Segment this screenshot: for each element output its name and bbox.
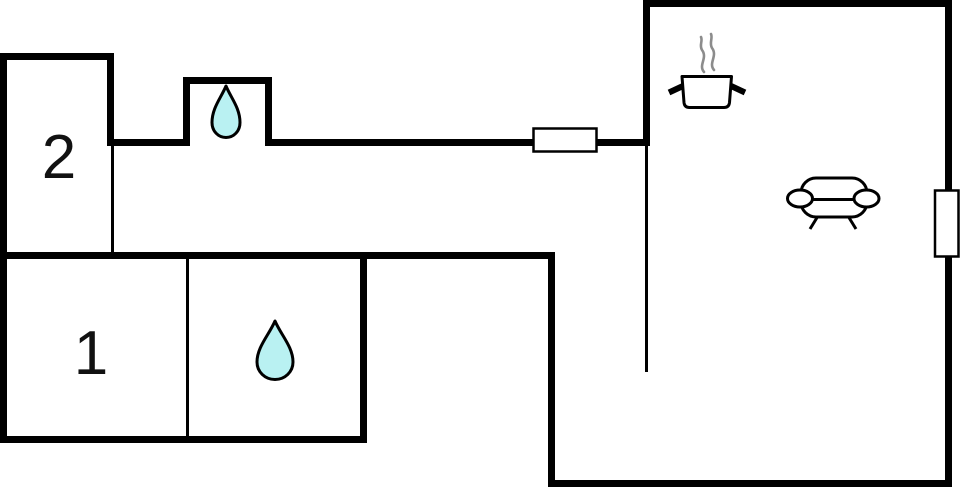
water-drop-icon <box>210 84 242 139</box>
wall-left-outer <box>0 53 7 443</box>
sofa-icon <box>786 176 881 230</box>
wall-partition-thin <box>645 146 648 372</box>
wall-lowerleft-thick <box>548 252 555 487</box>
wall-corridor-a <box>107 139 185 146</box>
wall-closet-top <box>183 77 272 84</box>
wall-room2-top <box>0 53 114 60</box>
wall-rightroom-bottom <box>548 480 952 487</box>
steam-icon <box>699 32 716 74</box>
wall-room2-right-thin <box>111 146 114 252</box>
water-drop-icon <box>255 319 295 381</box>
wall-rightroom-top <box>643 0 952 7</box>
wall-bottomblock-bottom <box>0 436 367 443</box>
wall-closet-left <box>183 77 190 146</box>
wall-droproom-right-thick <box>360 252 367 443</box>
wall-bottomblock-top <box>0 252 555 259</box>
window-opening <box>933 189 960 258</box>
door-opening <box>532 127 598 153</box>
wall-room1-divider-thin <box>186 259 189 436</box>
room-label-2: 2 <box>42 123 76 192</box>
wall-corridor-b <box>265 139 650 146</box>
wall-rightroom-left-thick <box>643 0 650 146</box>
wall-room2-right-thick <box>107 53 114 146</box>
room-label-1: 1 <box>74 319 108 388</box>
cooking-pot-icon <box>667 75 747 109</box>
wall-closet-right <box>265 77 272 146</box>
